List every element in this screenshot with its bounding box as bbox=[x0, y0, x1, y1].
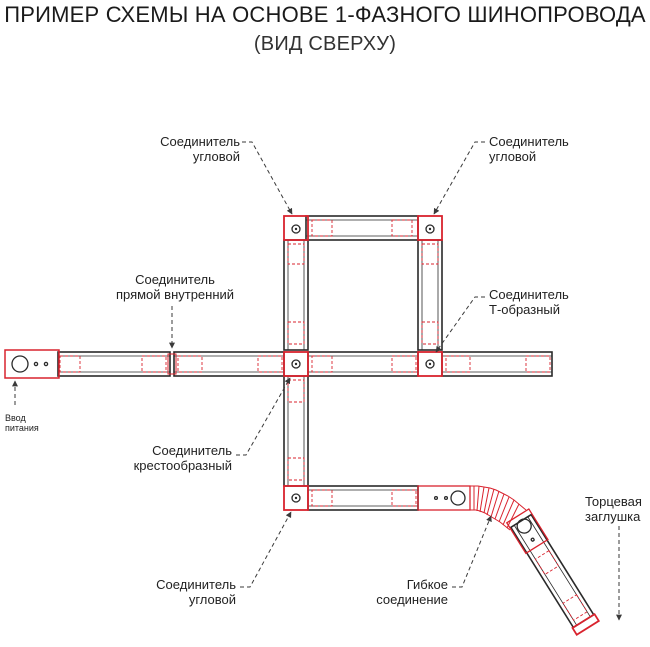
label-t-shaped: Соединитель Т-образный bbox=[489, 287, 569, 317]
leader-flexible bbox=[452, 515, 492, 588]
corner-connector-top-right bbox=[417, 215, 443, 241]
label-corner-bottom: Соединитель угловой bbox=[156, 577, 236, 607]
leader-corner-top-left bbox=[242, 141, 293, 215]
label-corner-top-right: Соединитель угловой bbox=[489, 134, 569, 164]
leader-lines bbox=[12, 141, 622, 621]
label-cross-shaped: Соединитель крестообразный bbox=[133, 443, 232, 473]
diagram-title: ПРИМЕР СХЕМЫ НА ОСНОВЕ 1-ФАЗНОГО ШИНОПРО… bbox=[4, 2, 646, 27]
label-end-cap: Торцевая заглушка bbox=[585, 494, 642, 524]
corner-connector-top-left bbox=[283, 215, 309, 241]
track-diagonal bbox=[509, 513, 595, 629]
end-cap bbox=[571, 612, 601, 636]
flex-start-bracket bbox=[417, 485, 471, 511]
corner-connector-bottom bbox=[283, 485, 309, 511]
leader-corner-top-right bbox=[433, 141, 485, 215]
leader-cross bbox=[236, 377, 291, 456]
label-power-input: Ввод питания bbox=[5, 413, 39, 433]
leader-corner-bottom bbox=[240, 511, 292, 588]
connectors bbox=[4, 215, 601, 636]
diagonal-bracket bbox=[505, 508, 549, 555]
label-corner-top-left: Соединитель угловой bbox=[160, 134, 240, 164]
cross-connector bbox=[283, 351, 309, 377]
diagram-subtitle: (ВИД СВЕРХУ) bbox=[253, 33, 397, 55]
label-straight-inner: Соединитель прямой внутренний bbox=[115, 272, 235, 302]
label-flexible: Гибкое соединение bbox=[376, 577, 448, 607]
t-connector bbox=[417, 351, 443, 377]
power-feed bbox=[4, 349, 60, 379]
leader-t-shaped bbox=[435, 296, 485, 353]
straight-inner-connector bbox=[167, 353, 177, 375]
